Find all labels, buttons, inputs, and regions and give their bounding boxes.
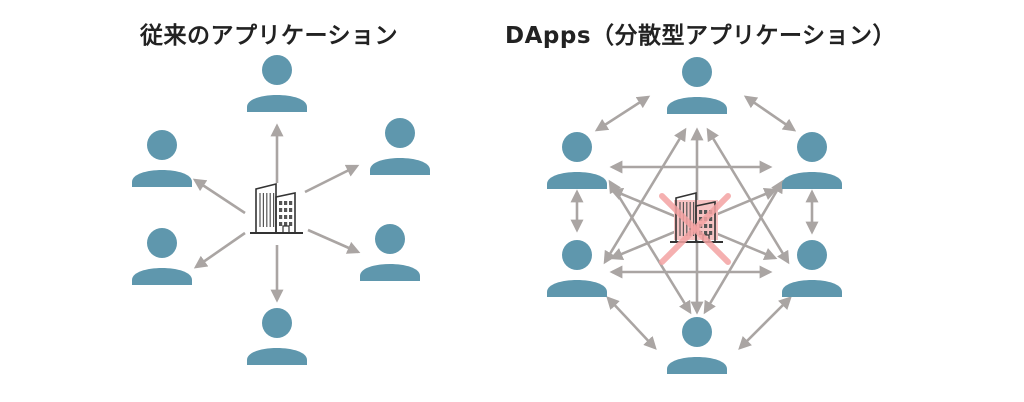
user-body: [247, 95, 307, 112]
user-head: [147, 228, 177, 258]
window: [289, 208, 293, 212]
window: [709, 217, 713, 221]
window: [289, 222, 293, 226]
user-body: [360, 264, 420, 281]
user-head: [262, 308, 292, 338]
user-body: [132, 170, 192, 187]
left-user-top: [247, 55, 307, 112]
user-body: [132, 268, 192, 285]
left-user-right-upper: [370, 118, 430, 175]
window: [284, 222, 288, 226]
user-head: [797, 132, 827, 162]
arrow-to-user-left-upper: [192, 178, 246, 215]
window: [279, 222, 283, 226]
user-body: [547, 280, 607, 297]
link-top-ul: [594, 95, 651, 132]
window: [289, 201, 293, 205]
user-body: [667, 97, 727, 114]
left-user-left-lower: [132, 228, 192, 285]
user-head: [797, 240, 827, 270]
user-head: [385, 118, 415, 148]
window: [709, 224, 713, 228]
left-user-left-upper: [132, 130, 192, 187]
link-top-ur: [743, 95, 797, 132]
user-body: [667, 357, 727, 374]
dapps-user-bot: [667, 317, 727, 374]
building-icon: [250, 182, 303, 234]
user-head: [682, 317, 712, 347]
window: [279, 201, 283, 205]
window: [289, 215, 293, 219]
user-head: [562, 132, 592, 162]
user-head: [147, 130, 177, 160]
window: [284, 208, 288, 212]
right-panel-title: DApps（分散型アプリケーション）: [505, 23, 897, 49]
dapps-user-ul: [547, 132, 607, 189]
door: [282, 225, 290, 234]
dapps-user-lr: [782, 240, 842, 297]
link-ll-bot: [606, 296, 657, 350]
arrow-to-user-right-lower: [307, 228, 361, 254]
cross-stroke: [659, 193, 731, 265]
link-lr-bot: [738, 296, 792, 350]
tower-right: [275, 192, 296, 233]
user-body: [247, 348, 307, 365]
user-head: [262, 55, 292, 85]
user-body: [370, 158, 430, 175]
left-user-right-lower: [360, 224, 420, 281]
window: [704, 210, 708, 214]
window: [284, 201, 288, 205]
cross-mark-icon: [659, 193, 731, 265]
user-head: [682, 57, 712, 87]
user-body: [782, 280, 842, 297]
dapps-user-ll: [547, 240, 607, 297]
window: [704, 224, 708, 228]
left-user-bottom: [247, 308, 307, 365]
window: [699, 217, 703, 221]
window: [699, 210, 703, 214]
user-head: [562, 240, 592, 270]
window: [279, 215, 283, 219]
window: [279, 208, 283, 212]
user-body: [547, 172, 607, 189]
left-panel-title: 従来のアプリケーション: [140, 23, 399, 49]
arrow-to-user-right-upper: [304, 164, 360, 194]
dapps-user-top: [667, 57, 727, 114]
window: [284, 215, 288, 219]
window: [704, 231, 708, 235]
arrow-to-user-left-lower: [193, 231, 246, 269]
user-body: [782, 172, 842, 189]
dapps-user-ur: [782, 132, 842, 189]
window: [709, 231, 713, 235]
user-head: [375, 224, 405, 254]
